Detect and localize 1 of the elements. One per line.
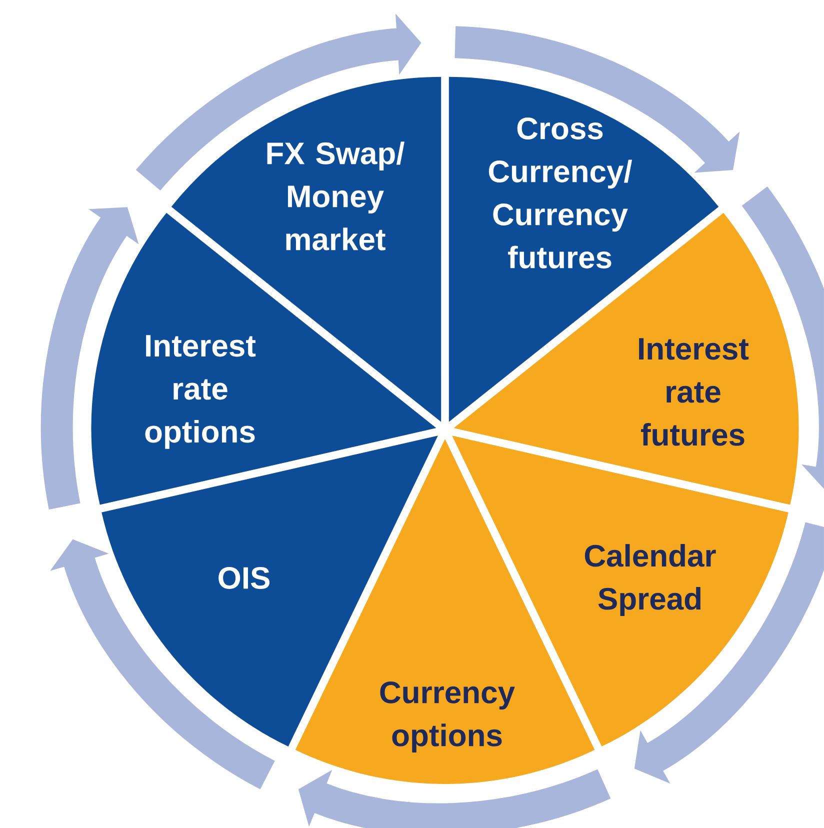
node-label: OIS bbox=[218, 567, 270, 589]
